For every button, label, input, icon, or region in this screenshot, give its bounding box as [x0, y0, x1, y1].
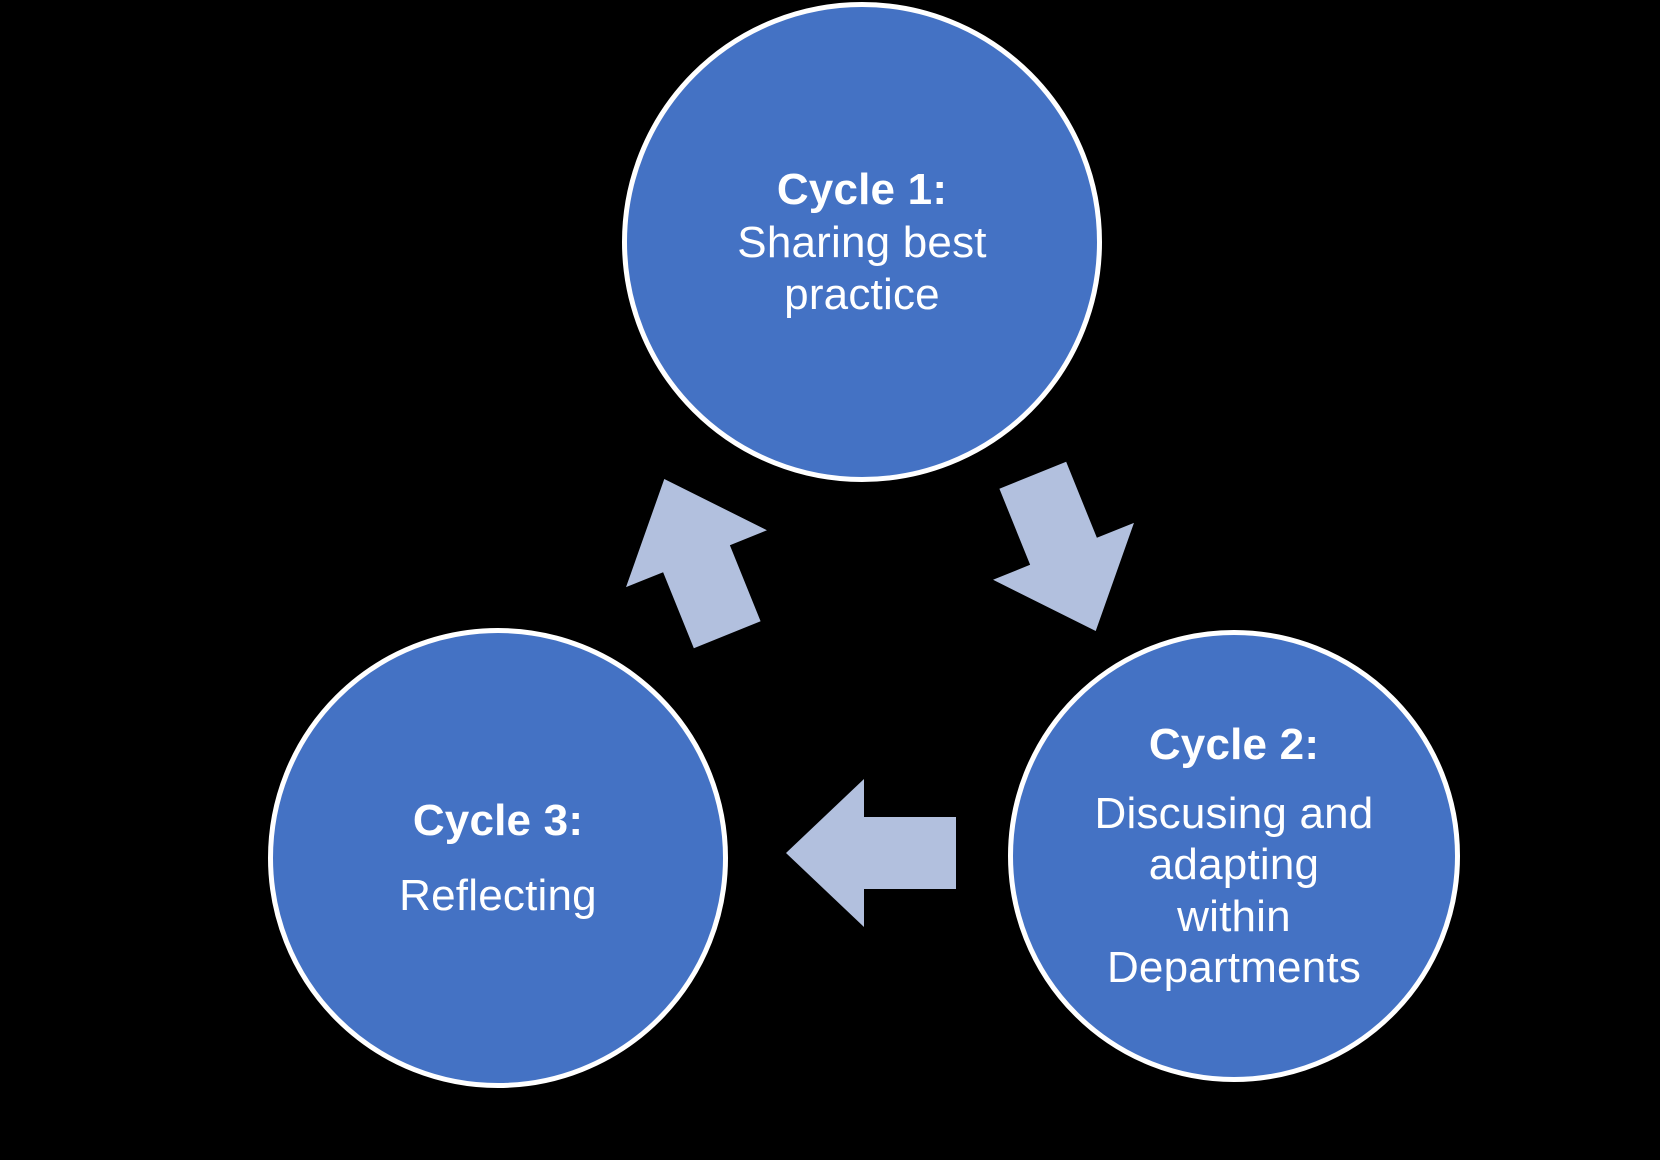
cycle-node-3-body: Reflecting: [399, 871, 597, 920]
cycle-node-2-title: Cycle 2:: [1148, 720, 1320, 770]
cycle-node-2-body: Discusing and adapting within Department…: [1094, 789, 1374, 992]
cycle-node-3[interactable]: Cycle 3: Reflecting: [268, 628, 728, 1088]
arrow-up-left-icon: [626, 478, 767, 649]
cycle-node-3-title: Cycle 3:: [412, 795, 584, 845]
cycle-node-1[interactable]: Cycle 1: Sharing best practice: [622, 2, 1102, 482]
cycle-node-2[interactable]: Cycle 2: Discusing and adapting within D…: [1008, 630, 1460, 1082]
arrow-left-icon: [786, 779, 956, 927]
arrow-down-right-icon: [993, 461, 1134, 632]
cycle-node-1-title: Cycle 1:: [776, 165, 948, 215]
cycle-node-1-body: Sharing best practice: [737, 218, 987, 319]
